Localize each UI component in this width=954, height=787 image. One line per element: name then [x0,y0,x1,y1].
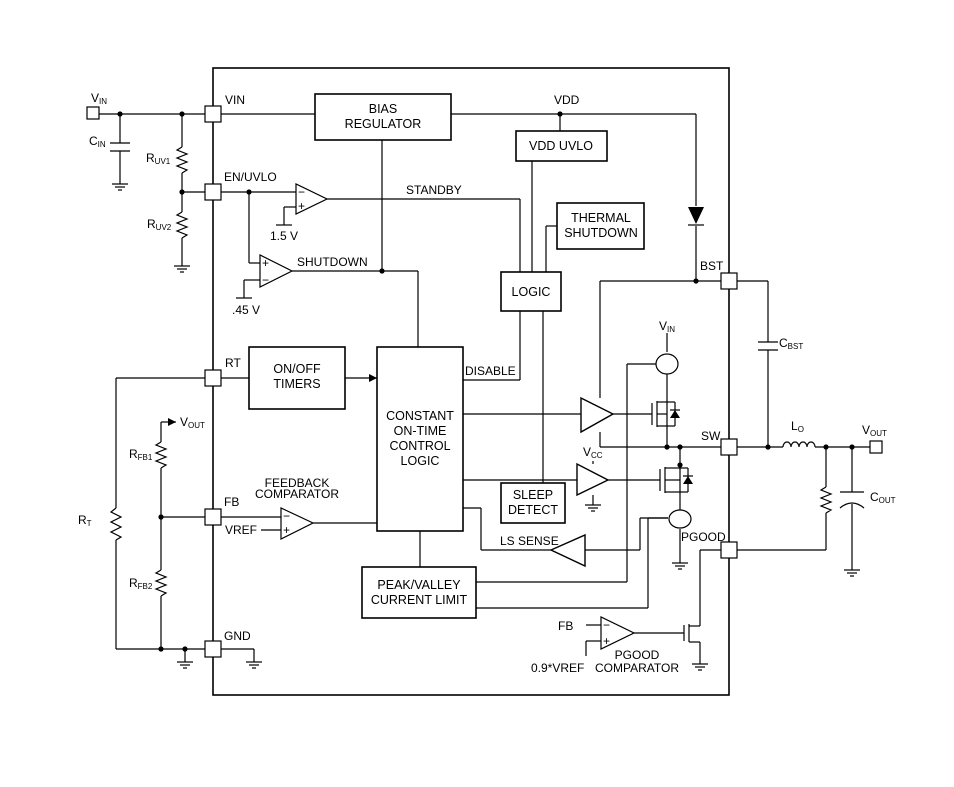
net-label-vref: VREF [225,523,257,537]
svg-text:+: + [603,634,610,648]
low-side-current-sense [668,509,692,529]
pin-label-vin: VIN [225,93,245,107]
feedback-comparator-label-1: FEEDBACK [265,476,330,490]
bias-regulator-label-1: BIAS [369,102,398,116]
sleep-detect-block: SLEEP DETECT [500,482,566,524]
rt-label: RT [78,513,92,528]
pin-label-en-uvlo: EN/UVLO [224,170,277,184]
pgood-mosfet [683,624,700,643]
bootstrap-diode [688,207,704,226]
vcc-label: VCC [583,445,603,460]
low-side-mosfet [659,467,693,496]
pin-label-fb: FB [224,495,239,509]
thermal-shutdown-label-1: THERMAL [571,211,631,225]
svg-text:+: + [298,199,305,213]
cin-capacitor [110,142,130,152]
feedback-comparator-label-2: COMPARATOR [255,487,339,501]
cin-label: CIN [89,134,106,149]
on-off-timers-block: ON/OFF TIMERS [248,346,346,410]
pin-label-gnd: GND [224,629,251,643]
vout-output-label: VOUT [862,423,887,438]
thermal-shutdown-block: THERMAL SHUTDOWN [556,202,645,250]
shutdown-comparator: + − [259,254,294,288]
pin-label-bst: BST [700,259,724,273]
pin-label-sw: SW [701,429,721,443]
cbst-label: CBST [779,336,803,351]
logic-label: LOGIC [512,285,551,299]
pgood-comparator: − + [600,616,636,650]
high-side-current-sense [655,353,679,375]
lo-label: LO [791,419,804,434]
cbst-capacitor [758,341,778,351]
cot-label-1: CONSTANT [386,409,454,423]
ruv2-label: RUV2 [147,217,172,232]
svg-text:−: − [283,509,290,523]
on-off-timers-label-1: ON/OFF [273,362,321,376]
vin-input-label: VIN [91,91,107,106]
net-label-disable: DISABLE [465,364,516,378]
net-label-fb-pgood: FB [558,619,573,633]
thermal-shutdown-label-2: SHUTDOWN [564,226,638,240]
peak-valley-label-2: CURRENT LIMIT [371,593,468,607]
svg-text:+: + [283,523,290,537]
rfb2-resistor [154,569,168,597]
ref-label-045v: .45 V [232,303,260,317]
rt-resistor [109,507,123,541]
cot-label-3: CONTROL [389,439,450,453]
high-side-gate-driver [580,396,615,434]
junction-dots [117,111,855,652]
ruv1-label: RUV1 [146,151,171,166]
vdd-uvlo-label: VDD UVLO [529,139,593,153]
cout-label: COUT [870,490,896,505]
cot-label-2: ON-TIME [394,424,447,438]
net-label-vdd: VDD [554,93,580,107]
pgood-pullup-resistor [819,486,833,514]
vdd-uvlo-block: VDD UVLO [515,130,608,162]
ruv2-resistor [175,211,189,239]
net-label-standby: STANDBY [406,183,462,197]
low-side-gate-driver [576,462,610,497]
lo-inductor [782,441,816,448]
high-side-mosfet [651,400,680,432]
on-off-timers-label-2: TIMERS [273,377,320,391]
svg-text:+: + [262,256,269,270]
ref-label-1-5v: 1.5 V [270,229,298,243]
peak-valley-current-limit-block: PEAK/VALLEY CURRENT LIMIT [361,566,477,619]
svg-text:−: − [603,618,610,632]
ground-symbols [112,183,860,671]
svg-text:−: − [262,273,269,287]
rfb1-label: RFB1 [129,447,153,462]
pins [86,105,883,658]
wires [97,113,870,664]
net-label-vref-09: 0.9*VREF [531,661,584,675]
bias-regulator-block: BIAS REGULATOR [314,93,452,141]
rfb2-label: RFB2 [129,576,153,591]
pin-label-rt: RT [225,356,241,370]
constant-on-time-logic-block: CONSTANT ON-TIME CONTROL LOGIC [376,346,464,532]
svg-text:−: − [298,185,305,199]
net-label-shutdown: SHUTDOWN [297,255,368,269]
net-label-ls-sense: LS SENSE [500,534,559,548]
en-uvlo-comparator: − + [295,183,329,215]
bias-regulator-label-2: REGULATOR [345,117,422,131]
logic-block: LOGIC [500,271,562,312]
peak-valley-label-1: PEAK/VALLEY [377,578,461,592]
timers-arrow [369,374,377,382]
pgood-comparator-label-2: COMPARATOR [595,661,679,675]
feedback-comparator: − + [280,507,315,540]
vout-arrow [168,418,176,426]
sleep-detect-label-1: SLEEP [513,488,553,502]
cout-capacitor [839,491,865,509]
rfb1-resistor [154,441,168,469]
vin-hs-label: VIN [659,319,675,334]
sleep-detect-label-2: DETECT [508,503,558,517]
cot-label-4: LOGIC [401,454,440,468]
ls-sense-amplifier [549,533,586,568]
ruv1-resistor [175,146,189,174]
pin-label-pgood: PGOOD [681,530,726,544]
pgood-comparator-label-1: PGOOD [615,648,660,662]
vout-fb-label: VOUT [180,415,205,430]
